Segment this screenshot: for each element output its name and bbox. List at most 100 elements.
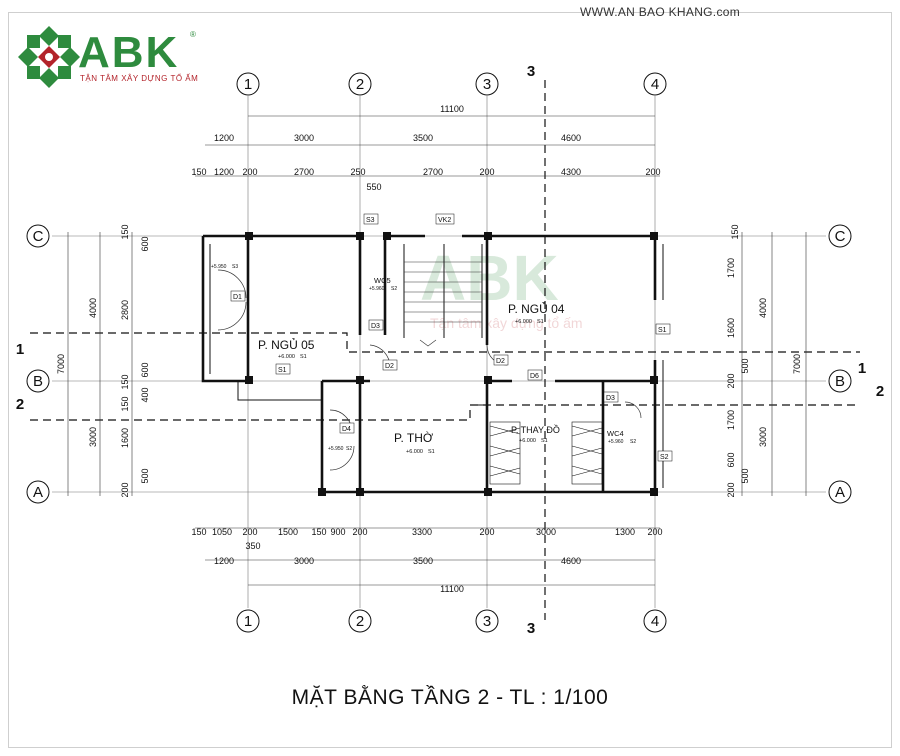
- room-name: P. NGỦ 05: [258, 337, 315, 352]
- dim-label: 1500: [278, 527, 298, 537]
- tag: D4: [342, 426, 351, 433]
- tag: S3: [366, 217, 375, 224]
- dim-label: 500: [740, 358, 750, 373]
- dim-label: 200: [242, 527, 257, 537]
- dim-label: 200: [645, 167, 660, 177]
- dim-label: 200: [479, 167, 494, 177]
- dim-label: 1700: [726, 258, 736, 278]
- dim-label: 3500: [413, 133, 433, 143]
- section-marker: 1: [858, 360, 866, 377]
- dim-label: 1600: [120, 428, 130, 448]
- balcony-code: S2: [346, 446, 352, 452]
- section-marker: 3: [527, 63, 535, 80]
- room-level: +6.000: [519, 438, 536, 444]
- dim-label: 3000: [294, 556, 314, 566]
- dim-label: 1600: [726, 318, 736, 338]
- grid-bubbles: 1 2 3 4 1 2 3 4 C B A C B A 1 2 1 2 3 3: [16, 63, 884, 637]
- room-code: S1: [541, 438, 548, 444]
- brand-logo: ABK: [78, 28, 180, 77]
- dim-label: 3000: [88, 427, 98, 447]
- dim-label: 200: [647, 527, 662, 537]
- dim-label: 150: [120, 224, 130, 239]
- room-code: S1: [428, 449, 435, 455]
- dim-label: 1200: [214, 133, 234, 143]
- floor-plan: ABK Tận tâm xây dựng tổ ấm: [16, 63, 884, 637]
- watermark-slogan: Tận tâm xây dựng tổ ấm: [430, 315, 583, 331]
- section-marker: 2: [16, 396, 24, 413]
- grid-bubble-label: C: [835, 228, 846, 245]
- dim-label: 150: [191, 527, 206, 537]
- grid-bubble-label: 2: [356, 613, 364, 630]
- dim-label: 3000: [294, 133, 314, 143]
- dim-label: 1200: [214, 167, 234, 177]
- balcony-level: +5.950: [211, 264, 227, 270]
- section-lines: [30, 80, 860, 620]
- tag: D3: [371, 323, 380, 330]
- room-level: +6.000: [515, 319, 532, 325]
- dim-label: 4300: [561, 167, 581, 177]
- room-name: P. THỜ: [394, 430, 434, 445]
- section-marker: 3: [527, 620, 535, 637]
- room-code: S1: [537, 319, 544, 325]
- abk-logo-mark-icon: [18, 26, 80, 88]
- grid-bubble-label: C: [33, 228, 44, 245]
- dim-label: 200: [352, 527, 367, 537]
- room-level: +5.960: [369, 286, 385, 292]
- dim-label: 400: [140, 387, 150, 402]
- opening-tags: S3 VK2 S1 S1 S2 D1 D2 D2 D3 D3 D4 D6: [230, 213, 673, 462]
- tag: D6: [530, 373, 539, 380]
- tag: VK2: [438, 217, 451, 224]
- grid-bubble-label: B: [835, 373, 845, 390]
- dim-label: 3000: [536, 527, 556, 537]
- dim-label: 11100: [440, 584, 464, 594]
- dim-label: 3300: [412, 527, 432, 537]
- dim-label: 600: [726, 452, 736, 467]
- wardrobe-hatch: [489, 421, 603, 485]
- grid-bubble-label: 4: [651, 613, 659, 630]
- tag: D3: [606, 395, 615, 402]
- grid-bubble-label: 3: [483, 76, 491, 93]
- dim-label: 4000: [758, 298, 768, 318]
- room-name: P. NGỦ 04: [508, 301, 565, 316]
- dim-label: 200: [726, 482, 736, 497]
- dim-label: 7000: [792, 354, 802, 374]
- dim-label: 3000: [758, 427, 768, 447]
- dim-label: 200: [726, 373, 736, 388]
- dim-label: 150: [730, 224, 740, 239]
- dim-label: 7000: [56, 354, 66, 374]
- grid-bubble-label: A: [33, 484, 43, 501]
- dim-label: 2700: [294, 167, 314, 177]
- grid-bubble-label: 4: [651, 76, 659, 93]
- dim-label: 250: [350, 167, 365, 177]
- room-code: S2: [630, 439, 636, 445]
- dim-label: 1300: [615, 527, 635, 537]
- balcony-code: S3: [232, 264, 238, 270]
- dim-label: 150: [191, 167, 206, 177]
- dim-label: 150: [311, 527, 326, 537]
- sheet-frame: [8, 12, 892, 748]
- room-name: WC5: [374, 276, 391, 285]
- thin-walls: [209, 244, 664, 488]
- room-name: P. THAY ĐỒ: [511, 424, 560, 435]
- balcony-level: +5.950: [328, 446, 344, 452]
- grid-bubble-label: 3: [483, 613, 491, 630]
- dim-label: 4600: [561, 133, 581, 143]
- tag: D2: [496, 358, 505, 365]
- staircase: [404, 261, 482, 347]
- grid-bubble-label: 1: [244, 76, 252, 93]
- tag: S1: [658, 327, 667, 334]
- vertical-dimension-text: 7000 4000 3000 150 600 2800 600 150 400 …: [56, 224, 802, 497]
- dim-label: 200: [242, 167, 257, 177]
- registered-mark: ®: [190, 30, 196, 39]
- walls: [201, 234, 657, 494]
- dim-label: 1050: [212, 527, 232, 537]
- room-level: +5.960: [608, 439, 624, 445]
- dim-label: 1200: [214, 556, 234, 566]
- dim-label: 200: [479, 527, 494, 537]
- grid-bubble-label: 2: [356, 76, 364, 93]
- dimension-lines: [67, 115, 807, 586]
- room-labels: P. NGỦ 05 +6.000 S1 P. NGỦ 04 +6.000 S1 …: [211, 264, 636, 455]
- room-name: WC4: [607, 429, 624, 438]
- dimension-text: 11100 1200 3000 3500 4600 150 1200 200 2…: [191, 104, 662, 594]
